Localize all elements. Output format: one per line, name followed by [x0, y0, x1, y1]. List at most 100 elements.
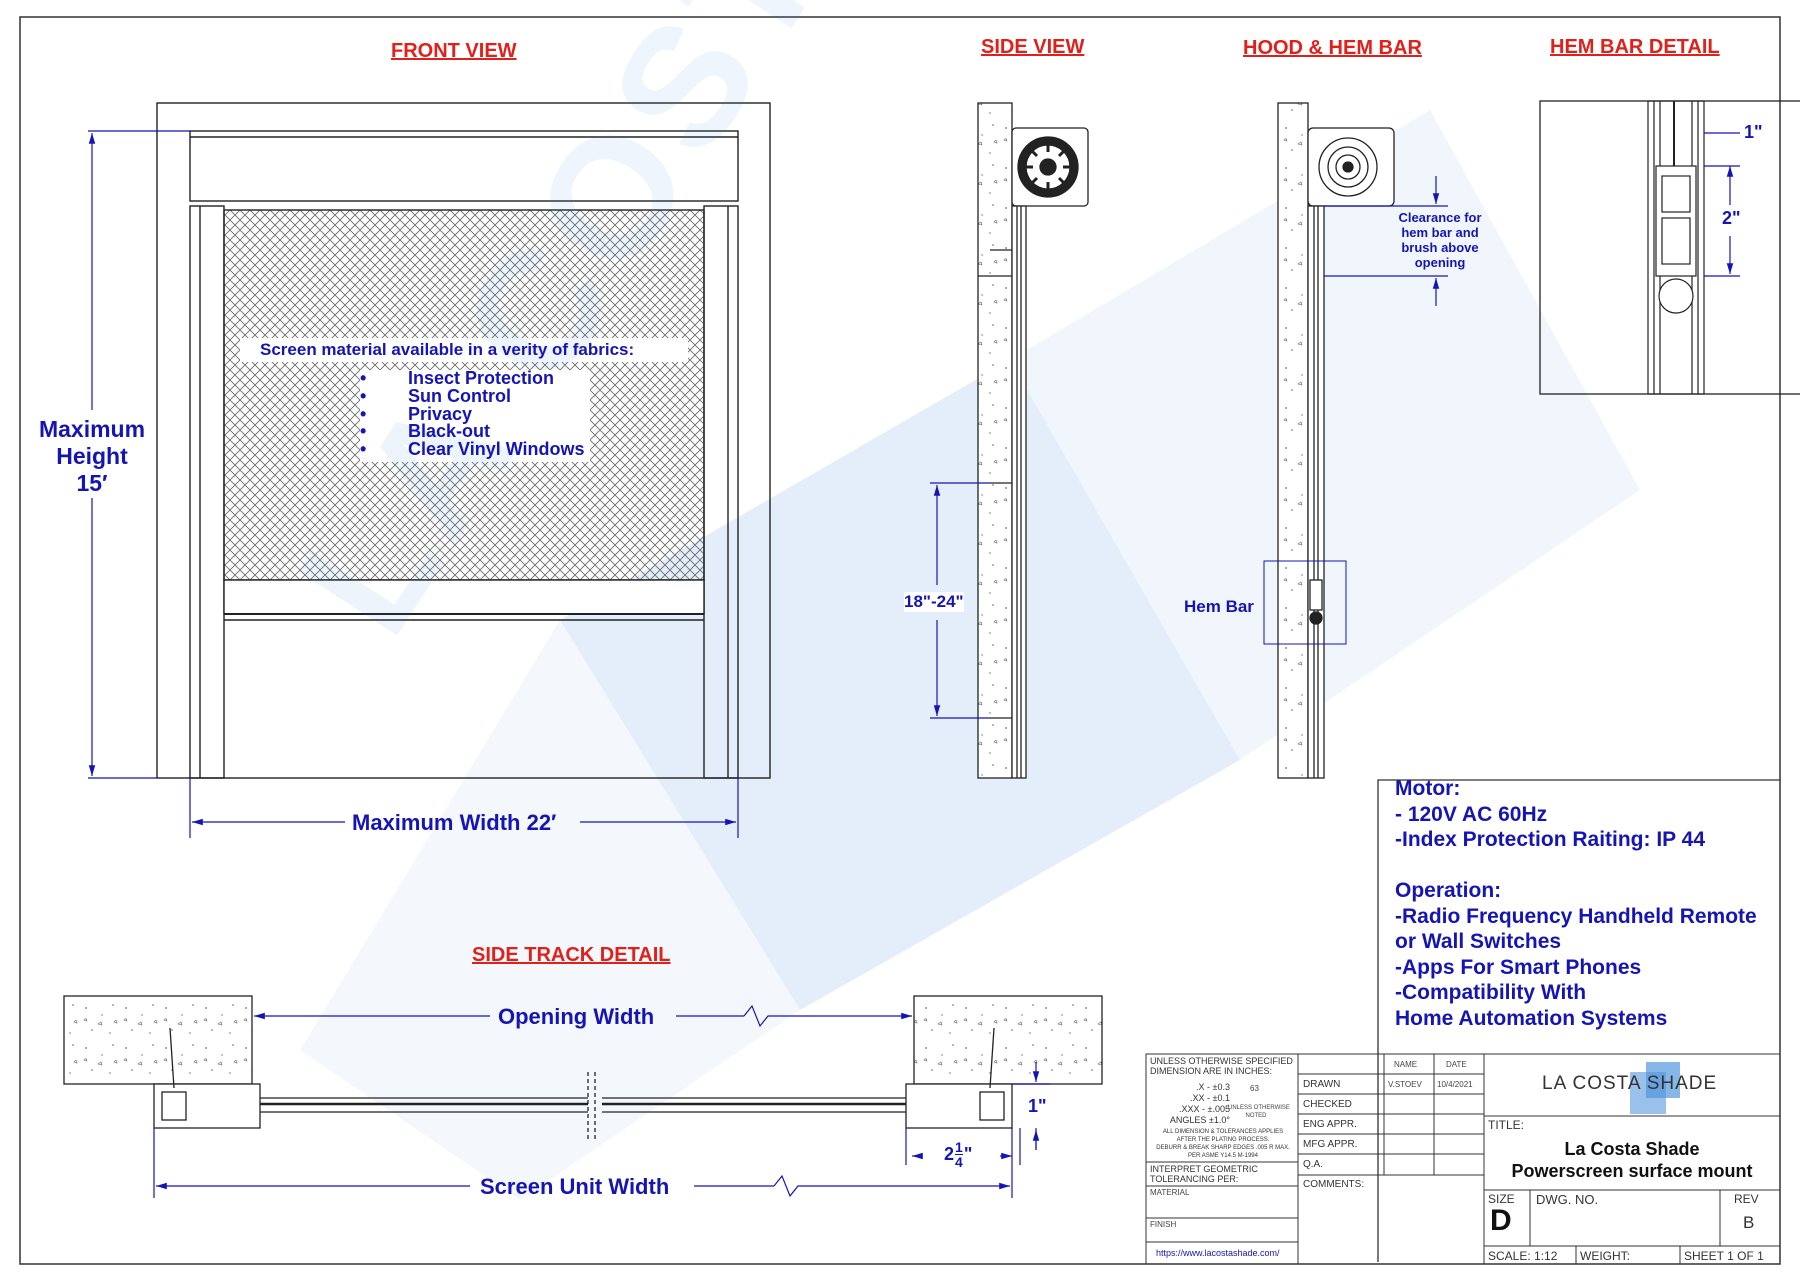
unless-noted: UNLESS OTHERWISE NOTED: [1228, 1105, 1290, 1119]
max-height-line2: Height: [56, 443, 128, 469]
logo-mark: [1630, 1062, 1680, 1114]
front-view: [156, 102, 771, 779]
track-right-wall: [913, 995, 1103, 1085]
front-width-dimension: [189, 778, 739, 838]
spec-line: [1395, 853, 1757, 879]
side-dimension: [930, 482, 990, 719]
side-track-detail: [63, 995, 1103, 1140]
hood-hem-bar: [1309, 579, 1323, 611]
spec-box-border: [1377, 779, 1780, 1262]
max-height-line3: 15′: [76, 470, 108, 496]
front-left-track: [189, 205, 225, 779]
track-detail-title: SIDE TRACK DETAIL: [472, 944, 671, 966]
front-cassette-hood: [189, 130, 739, 202]
drawn-label: DRAWN: [1303, 1079, 1341, 1090]
hem-dim-1in: 1": [1744, 122, 1763, 142]
list-item: •Insect Protection: [360, 368, 555, 388]
spec-line: -Index Protection Raiting: IP 44: [1395, 828, 1705, 851]
hem-detail-title: HEM BAR DETAIL: [1550, 36, 1720, 58]
side-wall: [977, 102, 1013, 779]
sheet-border: [19, 16, 1781, 1265]
fabric-heading: Screen material available in a verity of…: [260, 340, 635, 359]
company-logo: LA COSTA SHADE: [1542, 1073, 1718, 1094]
rev-label: REV: [1734, 1192, 1759, 1206]
sheet-label: SHEET 1 OF 1: [1684, 1249, 1764, 1263]
side-view: [977, 102, 1089, 779]
side-track: [1011, 205, 1027, 779]
spec-line: or Wall Switches: [1395, 930, 1562, 953]
max-height-label: Maximum Height 15′: [30, 416, 154, 497]
hood-hem-view: [1277, 102, 1395, 779]
spec-line: -Apps For Smart Phones: [1395, 955, 1642, 979]
opening-width-label: Opening Width: [498, 1004, 655, 1029]
track-dim-1in: 1": [1028, 1096, 1047, 1116]
spec-box: Motor: - 120V AC 60Hz -Index Protection …: [1395, 776, 1757, 1031]
hood-track: [1307, 205, 1325, 779]
hem-bar-label: Hem Bar: [1184, 597, 1254, 616]
front-hem-bar: [223, 579, 705, 615]
side-view-title: SIDE VIEW: [981, 36, 1085, 58]
finish-symbol: 63: [1250, 1084, 1259, 1093]
col-name: NAME: [1394, 1060, 1418, 1069]
front-height-dimension: [88, 130, 190, 779]
drawn-date: 10/4/2021: [1437, 1080, 1473, 1089]
spec-line: -Radio Frequency Handheld Remote: [1395, 904, 1757, 928]
clearance-label: Clearance for hem bar and brush above op…: [1398, 210, 1482, 270]
qa-label: Q.A.: [1303, 1159, 1324, 1170]
hem-detail-profile: [1647, 100, 1705, 395]
spec-line: - 120V AC 60Hz: [1395, 802, 1548, 826]
hem-bar-detail-callout: [1263, 560, 1347, 645]
hem-detail-dimensions: [1704, 132, 1740, 277]
title-line2: Powerscreen surface mount: [1511, 1161, 1753, 1181]
finish-label: FINISH: [1150, 1220, 1177, 1229]
fabric-heading-bg: [240, 338, 688, 362]
side-dim-label: 18"-24": [904, 592, 964, 612]
spec-line: Home Automation Systems: [1395, 1006, 1668, 1030]
col-date: DATE: [1446, 1060, 1467, 1069]
checked-label: CHECKED: [1303, 1099, 1352, 1110]
screen-unit-width-label: Screen Unit Width: [480, 1174, 670, 1199]
front-view-title: FRONT VIEW: [391, 40, 517, 62]
plating-notes: ALL DIMENSION & TOLERANCES APPLIES AFTER…: [1156, 1129, 1290, 1159]
max-height-line1: Maximum: [38, 416, 146, 442]
size-value: D: [1490, 1204, 1512, 1237]
comments-label: COMMENTS:: [1303, 1179, 1365, 1190]
spec-line: Motor:: [1395, 777, 1461, 800]
list-item: •Black-out: [360, 421, 491, 442]
track-dimensions: [153, 1004, 1050, 1198]
list-item: •Privacy: [360, 403, 473, 424]
interpret-label: INTERPRET GEOMETRIC TOLERANCING PER:: [1150, 1164, 1258, 1184]
hem-dim-2in: 2": [1722, 208, 1741, 228]
title-line1: La Costa Shade: [1564, 1139, 1700, 1159]
drawn-name: V.STOEV: [1388, 1080, 1422, 1089]
fabric-list: •Insect Protection •Sun Control •Privacy…: [360, 368, 585, 460]
list-item: •Clear Vinyl Windows: [360, 439, 585, 460]
tolerances: .X - ±0.3 .XX - ±0.1 .XXX - ±.005 ANGLES…: [1169, 1082, 1230, 1125]
size-label: SIZE: [1488, 1192, 1515, 1206]
clearance-dimension: [1324, 176, 1448, 306]
track-left-profile: [153, 1083, 261, 1129]
scale-label: SCALE: 1:12: [1488, 1249, 1558, 1263]
fabric-list-bg: [360, 370, 590, 462]
dwg-no-label: DWG. NO.: [1536, 1192, 1599, 1207]
track-left-wall: [63, 995, 253, 1085]
track-dim-2-1-4: 2 1 4 ": [944, 1139, 973, 1170]
weight-label: WEIGHT:: [1580, 1249, 1630, 1263]
tol-heading: UNLESS OTHERWISE SPECIFIED DIMENSION ARE…: [1150, 1056, 1293, 1076]
max-width-label: Maximum Width 22′: [352, 810, 557, 835]
hood-view-title: HOOD & HEM BAR: [1243, 37, 1422, 59]
hood-wall: [1277, 102, 1309, 779]
spec-line: Operation:: [1395, 879, 1502, 902]
website-link[interactable]: https://www.lacostashade.com/: [1156, 1248, 1280, 1258]
spec-line: -Compatibility With: [1395, 981, 1587, 1004]
track-right-profile: [905, 1083, 1013, 1129]
mfg-label: MFG APPR.: [1303, 1139, 1358, 1150]
title-block-grid: [1145, 1053, 1781, 1265]
front-outer-frame: [156, 102, 771, 779]
watermark: [300, 110, 1640, 1200]
material-label: MATERIAL: [1150, 1188, 1190, 1197]
eng-label: ENG APPR.: [1303, 1119, 1357, 1130]
rev-value: B: [1743, 1213, 1755, 1232]
title-label: TITLE:: [1488, 1118, 1525, 1132]
